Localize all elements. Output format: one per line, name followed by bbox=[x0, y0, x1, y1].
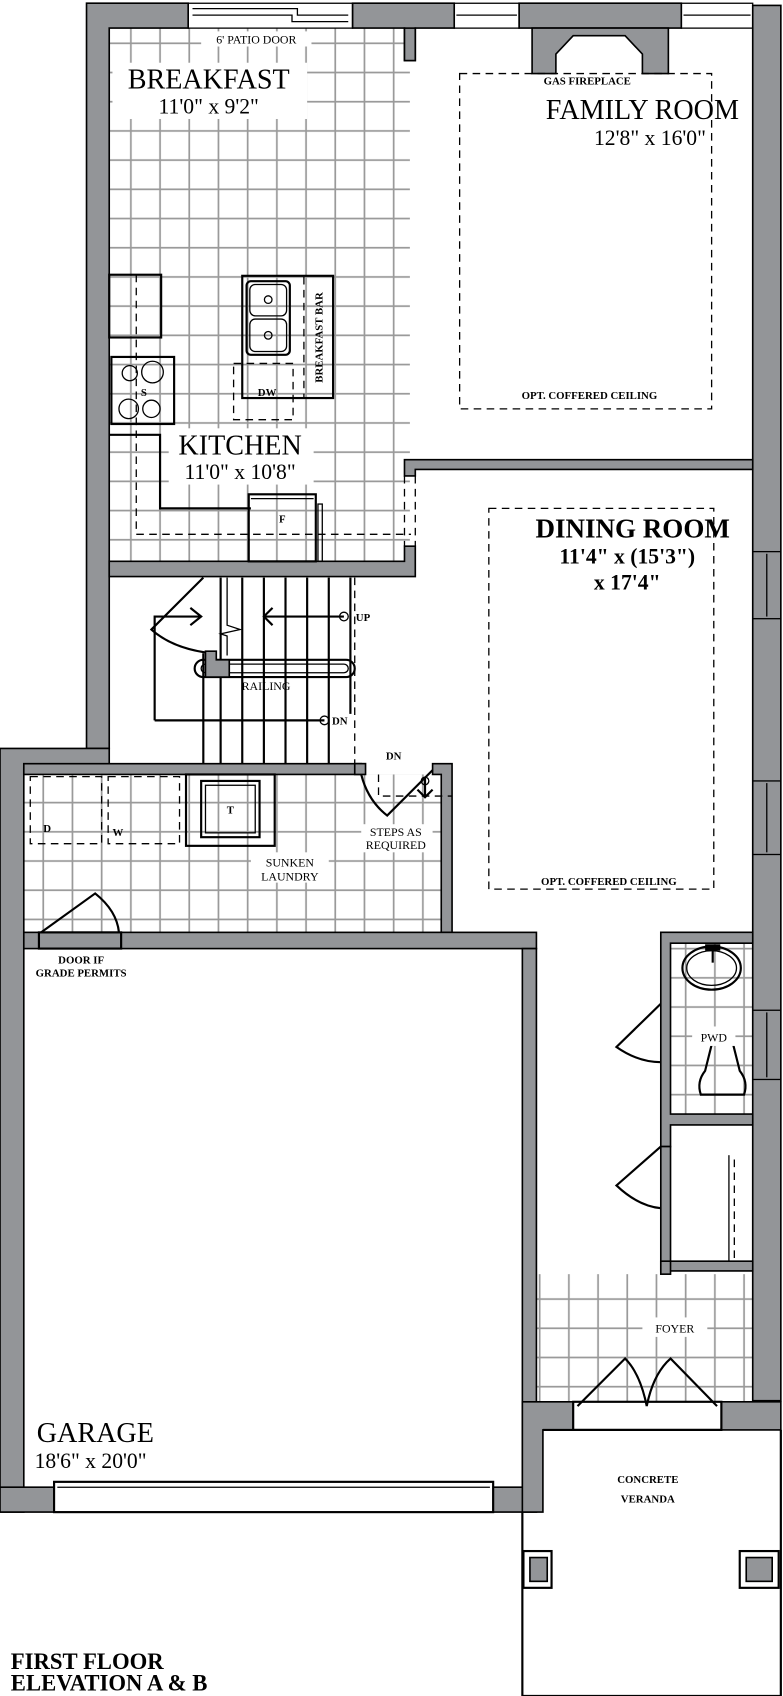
wall-pwd bbox=[659, 931, 754, 1148]
labels: 6' PATIO DOOR BREAKFAST 11'0" x 9'2" GAS… bbox=[11, 31, 739, 1696]
plan-title: FIRST FLOOR bbox=[11, 1649, 164, 1674]
wall-kitchen-east bbox=[403, 27, 417, 62]
wall-garage-south bbox=[0, 1486, 55, 1513]
veranda bbox=[521, 1428, 782, 1696]
family-ceiling-label: OPT. COFFERED CEILING bbox=[522, 390, 658, 402]
window-pwd bbox=[752, 1009, 782, 1081]
upper-counter bbox=[108, 273, 163, 339]
stove-label: S bbox=[141, 387, 147, 399]
steps-required-1: STEPS AS bbox=[370, 825, 422, 839]
garage-name: GARAGE bbox=[37, 1418, 154, 1449]
gas-fireplace-label: GAS FIREPLACE bbox=[544, 75, 631, 87]
breakfast-bar-label: BREAKFAST BAR bbox=[313, 292, 325, 383]
sink bbox=[245, 280, 291, 356]
dining-room-name: DINING ROOM bbox=[535, 514, 729, 544]
window-east-1 bbox=[752, 550, 782, 620]
wall-foyer-east bbox=[720, 1400, 782, 1431]
laundry-steps-dn-label: DN bbox=[386, 750, 402, 762]
patio-door bbox=[187, 2, 354, 29]
fireplace bbox=[531, 27, 670, 75]
window-north-2 bbox=[680, 2, 754, 29]
wall-family-dining bbox=[403, 458, 754, 477]
pwd-name: PWD bbox=[701, 1031, 728, 1045]
stairs-up-label: UP bbox=[356, 612, 371, 624]
washer bbox=[107, 775, 181, 845]
dining-ceiling-label: OPT. COFFERED CEILING bbox=[541, 876, 677, 888]
stairs bbox=[153, 577, 356, 764]
foyer-name: FOYER bbox=[655, 1322, 694, 1336]
railing-label: RAILING bbox=[242, 679, 291, 693]
family-room-dimensions: 12'8" x 16'0" bbox=[594, 126, 706, 150]
dining-room-dimensions-1: 11'4" x (15'3") bbox=[559, 545, 695, 569]
breakfast-dimensions: 11'0" x 9'2" bbox=[159, 95, 259, 119]
wall-laundry-north bbox=[22, 762, 363, 776]
kitchen-fixtures bbox=[108, 273, 416, 563]
kitchen-dimensions: 11'0" x 10'8" bbox=[185, 460, 296, 484]
kitchen-name: KITCHEN bbox=[178, 430, 301, 461]
fridge bbox=[247, 493, 317, 563]
laundry-fixtures bbox=[29, 773, 453, 847]
wall-north-family bbox=[518, 2, 683, 29]
wall-closet bbox=[659, 1145, 754, 1272]
family-room-name: FAMILY ROOM bbox=[546, 95, 739, 126]
breakfast-bar-island bbox=[241, 274, 335, 400]
breakfast-name: BREAKFAST bbox=[128, 65, 290, 96]
railing bbox=[193, 658, 356, 679]
steps-required-2: REQUIRED bbox=[366, 838, 426, 852]
veranda-name-1: CONCRETE bbox=[617, 1474, 678, 1486]
laundry-garage-door bbox=[37, 931, 123, 950]
dishwasher-label: DW bbox=[258, 387, 277, 399]
dining-room-dimensions-2: x 17'4" bbox=[594, 570, 661, 594]
closet-door bbox=[614, 1145, 662, 1210]
dryer bbox=[29, 775, 103, 845]
plan-subtitle: ELEVATION A & B bbox=[11, 1671, 208, 1696]
family-coffered-ceiling bbox=[458, 72, 713, 410]
lower-counter bbox=[109, 433, 251, 510]
stair-door bbox=[149, 576, 213, 655]
window-east-2 bbox=[752, 780, 782, 856]
laundry-tiles bbox=[23, 774, 442, 933]
openings bbox=[37, 2, 782, 1514]
laundry-tub-label: T bbox=[227, 804, 235, 816]
dining-coffered-ceiling bbox=[488, 507, 715, 890]
laundry-name-2: LAUNDRY bbox=[261, 869, 319, 883]
laundry-tub bbox=[184, 773, 276, 847]
washer-label: W bbox=[112, 827, 123, 839]
stove bbox=[110, 355, 176, 426]
window-north-1 bbox=[453, 2, 520, 29]
walls bbox=[0, 2, 782, 1513]
wall-laundry-garage bbox=[22, 931, 538, 950]
laundry-door bbox=[360, 769, 434, 817]
garage-door-note-2: GRADE PERMITS bbox=[36, 968, 127, 980]
garage-dimensions: 18'6" x 20'0" bbox=[35, 1449, 147, 1473]
tile-floors bbox=[23, 28, 753, 1402]
dishwasher bbox=[232, 362, 294, 421]
garage-door-note-1: DOOR IF bbox=[58, 955, 104, 967]
pwd-door bbox=[614, 1002, 662, 1064]
wall-foyer-west bbox=[521, 1400, 575, 1513]
wall-east bbox=[751, 4, 782, 1402]
foyer-tiles bbox=[536, 1274, 753, 1402]
wall-closet-divider bbox=[659, 1260, 672, 1275]
fridge-label: F bbox=[279, 513, 286, 525]
veranda-name-2: VERANDA bbox=[621, 1493, 675, 1505]
laundry-name-1: SUNKEN bbox=[266, 855, 315, 869]
garage-door bbox=[52, 1480, 495, 1514]
patio-door-label: 6' PATIO DOOR bbox=[216, 32, 296, 46]
dryer-label: D bbox=[43, 823, 51, 835]
stairs-down-label: DN bbox=[332, 716, 348, 728]
